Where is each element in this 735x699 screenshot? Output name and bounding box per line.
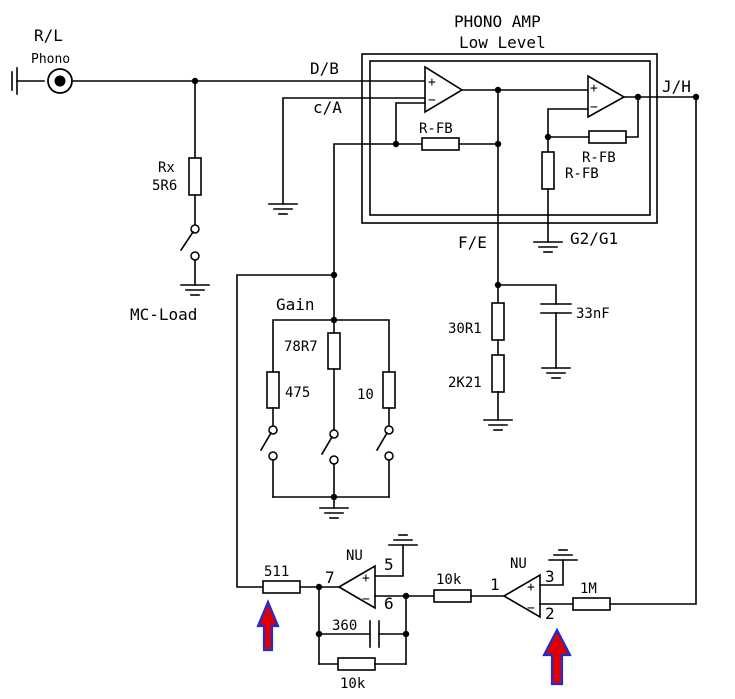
opamp-nu-left-plus: + [362, 571, 370, 586]
label-78r7: 78R7 [284, 339, 318, 355]
label-mc-load: MC-Load [130, 305, 197, 324]
wire-left-return [236, 274, 335, 588]
label-10k-mid: 10k [436, 572, 462, 588]
switch-mc-load [179, 230, 195, 252]
label-pin5: 5 [384, 555, 394, 574]
arrow-up-left [256, 599, 280, 652]
wire-33nf [497, 284, 557, 305]
ground-mc-load [180, 284, 210, 296]
label-10: 10 [357, 387, 374, 403]
resistor-10 [382, 371, 396, 409]
label-pin6: 6 [384, 594, 394, 613]
label-pin7: 7 [325, 568, 335, 587]
label-nu-right: NU [510, 556, 527, 572]
label-gain: Gain [276, 295, 315, 314]
phono-amp-block-outer [361, 53, 658, 224]
resistor-10k-bottom [337, 657, 376, 671]
label-2k21: 2K21 [448, 375, 482, 391]
ground-ca [268, 203, 298, 215]
phono-amp-block-inner [369, 60, 651, 216]
label-g2g1: G2/G1 [570, 229, 618, 248]
opamp-nu-right-minus: − [527, 601, 535, 616]
wire-ca [282, 97, 426, 205]
label-fe: F/E [458, 233, 487, 252]
label-rfb-top: R-FB [419, 121, 453, 137]
label-rfb-right-1: R-FB [582, 150, 616, 166]
label-33nf: 33nF [576, 306, 610, 322]
resistor-rfb-opamp2 [588, 130, 627, 144]
label-10k-bottom: 10k [340, 676, 366, 692]
block-title-phono-amp: PHONO AMP [454, 12, 541, 31]
resistor-1m [572, 597, 611, 611]
label-jh: J/H [662, 77, 691, 96]
label-pin2: 2 [545, 604, 555, 623]
ground-2k21 [483, 419, 513, 431]
ground-pin3 [548, 549, 578, 561]
switch-475 [259, 431, 273, 452]
wire-pin5 [374, 544, 404, 577]
label-nu-left: NU [346, 548, 363, 564]
resistor-rfb-shunt [541, 151, 555, 190]
label-360: 360 [332, 618, 357, 634]
label-30r1: 30R1 [448, 321, 482, 337]
label-511: 511 [264, 564, 289, 580]
wire-gain-bus [272, 319, 390, 373]
opamp-nu-right-plus: + [527, 580, 535, 595]
ground-33nf [541, 367, 571, 379]
wire-opamp1-minus [395, 102, 426, 145]
phono-jack [47, 68, 73, 94]
label-rl: R/L [34, 26, 63, 45]
label-ca: c/A [313, 98, 342, 117]
wire-opamp2-minus [547, 108, 589, 153]
resistor-2k21 [491, 354, 505, 393]
opamp-2 [587, 74, 626, 119]
resistor-511 [262, 580, 301, 594]
label-rx: Rx [158, 160, 175, 176]
label-pin1: 1 [490, 575, 500, 594]
opamp-nu-left-minus: − [362, 592, 370, 607]
wire-gain [333, 143, 397, 321]
switch-78r7 [320, 435, 334, 456]
opamp-nu-right [502, 573, 541, 619]
opamp-nu-left [337, 564, 376, 610]
input-ground-symbol [11, 67, 45, 95]
opamp-1-minus: − [428, 93, 436, 108]
label-phono: Phono [31, 52, 70, 67]
label-pin3: 3 [545, 567, 555, 586]
opamp-2-minus: − [590, 100, 598, 115]
ground-pin5 [388, 534, 418, 546]
label-rfb-right-2: R-FB [565, 166, 599, 182]
resistor-rx [188, 157, 202, 196]
opamp-2-plus: + [590, 81, 598, 96]
label-db: D/B [310, 59, 339, 78]
opamp-1 [424, 65, 464, 114]
resistor-78r7 [327, 332, 341, 370]
arrow-up-right [542, 627, 572, 686]
resistor-475 [266, 371, 280, 409]
wire-right-return [609, 96, 697, 605]
switch-10 [375, 431, 389, 452]
resistor-10k-mid [433, 589, 472, 603]
label-rx-value: 5R6 [152, 178, 177, 194]
resistor-30r1 [491, 302, 505, 341]
opamp-1-plus: + [428, 75, 436, 90]
resistor-rfb-opamp1 [421, 137, 460, 151]
label-1m: 1M [580, 581, 597, 597]
block-title-low-level: Low Level [459, 33, 546, 52]
label-475: 475 [285, 385, 310, 401]
ground-g2g1 [533, 241, 563, 253]
wire-pin3 [539, 559, 564, 586]
ground-gain [319, 507, 349, 519]
